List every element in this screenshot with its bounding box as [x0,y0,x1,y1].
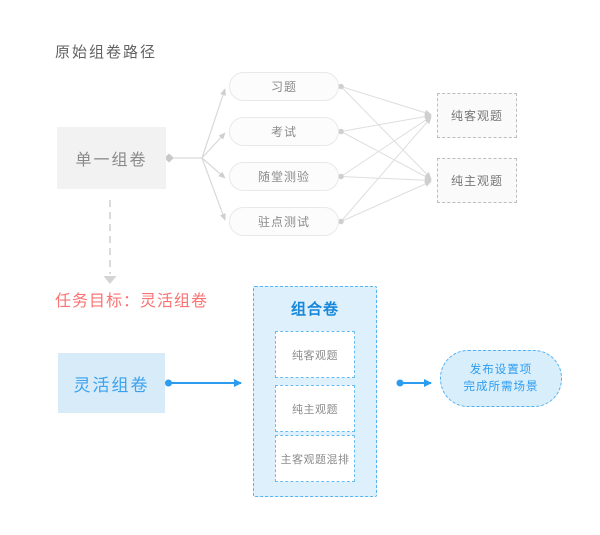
node-pure-subjective: 纯主观题 [275,385,355,432]
node-single-paper: 单一组卷 [57,127,166,189]
dashed-down-arrow [103,200,117,284]
node-single-paper-label: 单一组卷 [75,152,148,169]
node-pure-objective-label: 纯客观题 [292,349,338,362]
node-station-test-label: 驻点测试 [257,215,310,229]
node-exam-label: 考试 [270,125,297,139]
node-pure-subjective-label: 纯主观题 [292,403,338,416]
node-pure-objective-result-label: 纯客观题 [450,109,503,123]
page-title: 原始组卷路径 [55,44,158,61]
node-exam: 考试 [229,117,339,146]
node-pure-subjective-result-label: 纯主观题 [450,174,503,188]
pill-port-dot [338,83,344,90]
node-publish-result-line2: 完成所需场景 [463,380,539,393]
node-mixed-questions-label: 主客观题混排 [280,453,350,466]
node-station-test: 驻点测试 [229,207,339,236]
node-mixed-questions: 主客观题混排 [275,435,355,482]
node-pure-objective-result: 纯客观题 [437,93,517,138]
network-connector [338,83,432,225]
node-flexible-paper: 灵活组卷 [58,353,165,413]
group-combined-paper: 组合卷 纯客观题 纯主观题 主客观题混排 [253,286,377,497]
node-pure-objective: 纯客观题 [275,331,355,378]
fanout-connector [164,88,226,221]
node-flexible-paper-label: 灵活组卷 [73,375,150,395]
group-combined-paper-title: 组合卷 [290,301,339,318]
node-pure-subjective-result: 纯主观题 [437,158,517,203]
node-class-quiz-label: 随堂测验 [257,170,310,184]
node-class-quiz: 随堂测验 [229,162,339,191]
flow-arrow-1 [165,379,242,387]
pill-port-dot [338,173,344,180]
pill-port-dot [338,128,344,135]
goal-label: 任务目标：灵活组卷 [55,293,209,310]
node-publish-result: 发布设置项 完成所需场景 [440,350,562,407]
node-exercise: 习题 [229,72,339,101]
node-publish-result-line1: 发布设置项 [469,363,533,376]
flow-arrow-2 [396,379,432,387]
node-exercise-label: 习题 [270,80,297,94]
pill-port-dot [338,218,344,225]
